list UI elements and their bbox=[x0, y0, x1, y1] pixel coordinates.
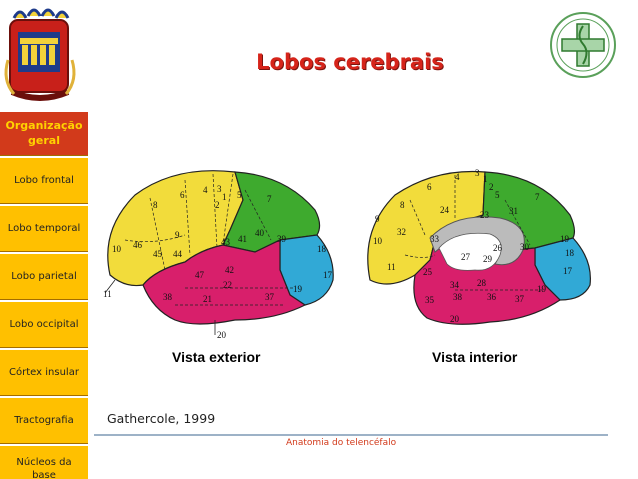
interior-area-label: 27 bbox=[461, 252, 471, 262]
exterior-area-label: 45 bbox=[153, 249, 163, 259]
sidebar-item-lobo-temporal[interactable]: Lobo temporal bbox=[0, 204, 88, 252]
exterior-area-label: 8 bbox=[153, 200, 158, 210]
sidebar-item-label: Organização geral bbox=[5, 119, 83, 147]
sidebar-nav: Organização geral Lobo frontal Lobo temp… bbox=[0, 110, 88, 479]
exterior-area-label: 47 bbox=[195, 270, 205, 280]
interior-area-label: 26 bbox=[493, 243, 503, 253]
interior-area-label: 36 bbox=[487, 292, 497, 302]
medical-school-logo bbox=[548, 10, 618, 80]
page-title: Lobos cerebrais bbox=[256, 50, 444, 74]
interior-area-label: 31 bbox=[509, 206, 518, 216]
sidebar-item-nucleos-da-base[interactable]: Núcleos da base bbox=[0, 444, 88, 479]
footer-divider bbox=[94, 434, 608, 436]
interior-area-label: 38 bbox=[453, 292, 463, 302]
exterior-area-label: 7 bbox=[267, 194, 272, 204]
interior-area-label: 7 bbox=[535, 192, 540, 202]
exterior-area-label: 6 bbox=[180, 190, 185, 200]
sidebar-item-label: Núcleos da base bbox=[16, 456, 72, 479]
sidebar-item-label: Lobo temporal bbox=[7, 223, 81, 234]
interior-area-label: 32 bbox=[397, 227, 406, 237]
interior-area-label: 29 bbox=[483, 254, 493, 264]
exterior-area-label: 21 bbox=[203, 294, 212, 304]
interior-area-label: 34 bbox=[450, 280, 460, 290]
interior-area-label: 17 bbox=[563, 266, 573, 276]
interior-area-label: 5 bbox=[495, 190, 500, 200]
frontal-lobe-region bbox=[367, 170, 486, 285]
sidebar-item-label: Lobo parietal bbox=[11, 271, 77, 282]
sidebar-item-label: Lobo frontal bbox=[14, 175, 74, 186]
interior-area-label: 25 bbox=[423, 267, 433, 277]
exterior-area-label: 22 bbox=[223, 280, 232, 290]
exterior-area-label: 46 bbox=[133, 240, 143, 250]
exterior-area-label: 5 bbox=[237, 190, 242, 200]
interior-area-label: 8 bbox=[400, 200, 405, 210]
exterior-area-label: 41 bbox=[238, 234, 247, 244]
sidebar: Organização geral Lobo frontal Lobo temp… bbox=[0, 0, 88, 479]
exterior-area-label: 44 bbox=[173, 249, 183, 259]
exterior-area-label: 10 bbox=[112, 244, 122, 254]
exterior-area-label: 20 bbox=[217, 330, 227, 340]
interior-area-label: 10 bbox=[373, 236, 383, 246]
interior-area-label: 9 bbox=[375, 214, 380, 224]
interior-area-label: 35 bbox=[425, 295, 435, 305]
footer-text: Anatomia do telencéfalo bbox=[286, 438, 397, 448]
exterior-area-label: 42 bbox=[225, 265, 234, 275]
exterior-area-label: 43 bbox=[221, 237, 231, 247]
sidebar-item-label: Córtex insular bbox=[9, 367, 79, 378]
figure-credit: Gathercole, 1999 bbox=[107, 411, 216, 426]
interior-view-caption: Vista interior bbox=[432, 349, 518, 365]
sidebar-item-organizacao-geral[interactable]: Organização geral bbox=[0, 110, 88, 156]
exterior-area-label: 11 bbox=[103, 289, 112, 299]
interior-area-label: 28 bbox=[477, 278, 487, 288]
interior-area-label: 37 bbox=[515, 294, 525, 304]
interior-area-label: 6 bbox=[427, 182, 432, 192]
interior-area-label: 24 bbox=[440, 205, 450, 215]
exterior-area-label: 17 bbox=[323, 270, 333, 280]
sidebar-item-tractografia[interactable]: Tractografia bbox=[0, 396, 88, 444]
interior-area-label: 23 bbox=[480, 210, 490, 220]
exterior-area-label: 40 bbox=[255, 228, 265, 238]
exterior-area-label: 3 bbox=[217, 184, 222, 194]
interior-area-label: 3 bbox=[475, 168, 480, 178]
interior-area-label: 20 bbox=[450, 314, 460, 324]
interior-area-label: 4 bbox=[455, 172, 460, 182]
interior-area-label: 19 bbox=[560, 234, 570, 244]
sidebar-item-lobo-occipital[interactable]: Lobo occipital bbox=[0, 300, 88, 348]
interior-area-label: 19 bbox=[537, 284, 547, 294]
sidebar-item-lobo-parietal[interactable]: Lobo parietal bbox=[0, 252, 88, 300]
interior-area-label: 18 bbox=[565, 248, 575, 258]
sidebar-item-label: Lobo occipital bbox=[9, 319, 79, 330]
interior-area-label: 33 bbox=[430, 234, 440, 244]
exterior-area-label: 1 bbox=[222, 192, 227, 202]
ventricle-space bbox=[438, 232, 502, 271]
exterior-area-label: 9 bbox=[175, 230, 180, 240]
interior-area-label: 30 bbox=[520, 242, 530, 252]
sidebar-item-cortex-insular[interactable]: Córtex insular bbox=[0, 348, 88, 396]
university-crest-logo bbox=[0, 0, 88, 110]
exterior-area-label: 38 bbox=[163, 292, 173, 302]
interior-area-label: 11 bbox=[387, 262, 396, 272]
interior-area-label: 1 bbox=[483, 174, 488, 184]
exterior-area-label: 39 bbox=[277, 234, 287, 244]
sidebar-item-lobo-frontal[interactable]: Lobo frontal bbox=[0, 156, 88, 204]
temporal-lobe-region bbox=[142, 239, 307, 325]
sidebar-item-label: Tractografia bbox=[14, 415, 74, 426]
exterior-view-caption: Vista exterior bbox=[172, 349, 261, 365]
interior-area-label: 2 bbox=[489, 182, 494, 192]
exterior-area-label: 2 bbox=[215, 200, 220, 210]
exterior-area-label: 4 bbox=[203, 185, 208, 195]
exterior-area-label: 19 bbox=[293, 284, 303, 294]
exterior-area-label: 37 bbox=[265, 292, 275, 302]
exterior-area-label: 18 bbox=[317, 244, 327, 254]
